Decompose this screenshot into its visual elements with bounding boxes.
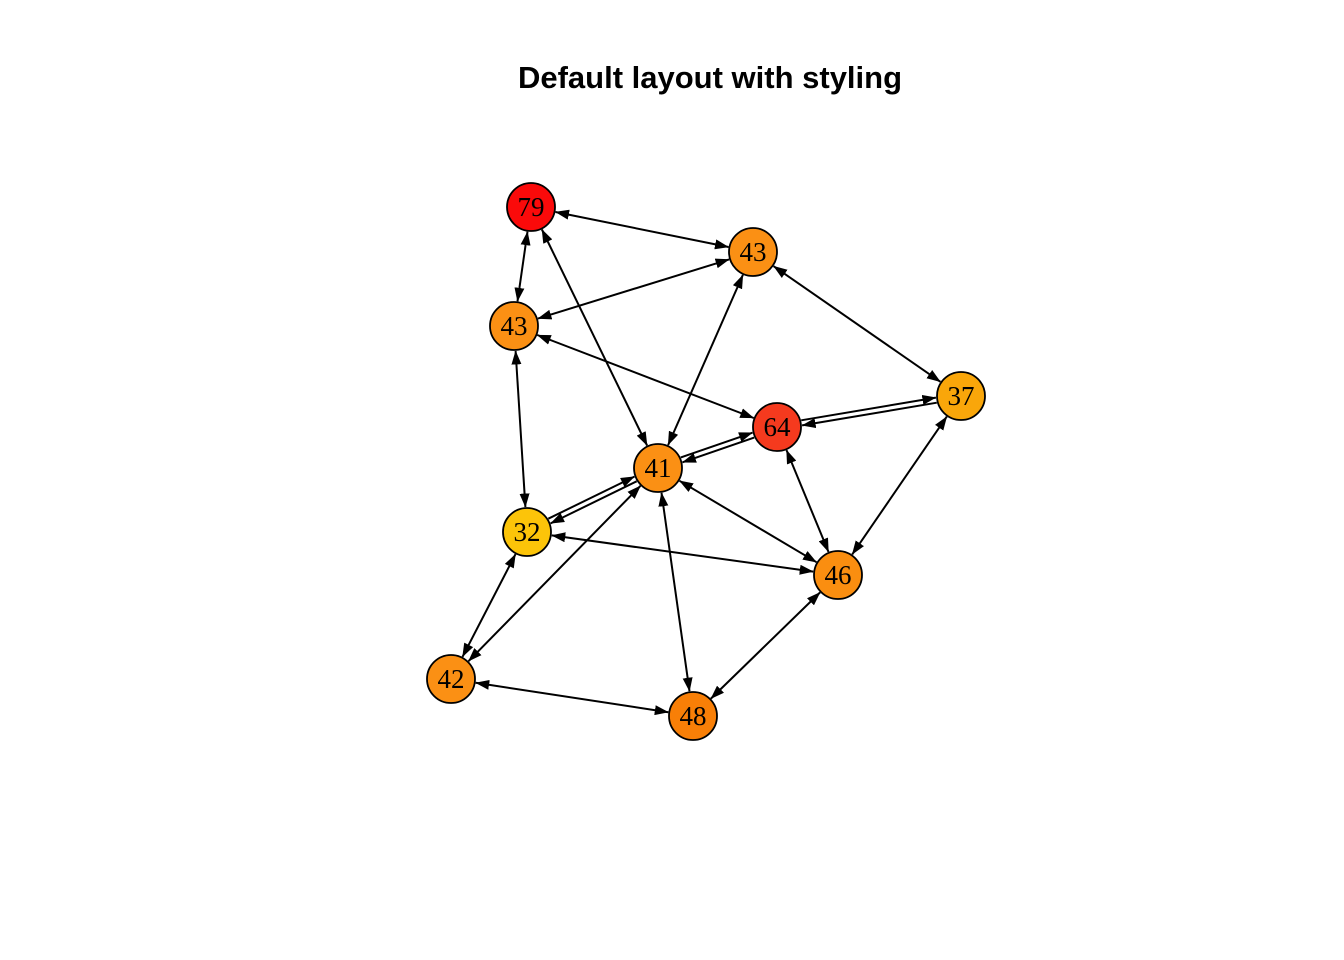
node-label-48: 48 <box>680 701 707 731</box>
node-37: 37 <box>936 371 986 421</box>
edge-42-48 <box>475 679 669 716</box>
edge-64-37 <box>801 394 937 422</box>
node-48: 48 <box>668 691 718 741</box>
node-label-43b: 43 <box>501 311 528 341</box>
edge-37-64 <box>801 401 937 429</box>
edge-32-42 <box>461 553 517 658</box>
node-32: 32 <box>502 507 552 557</box>
node-circle-42 <box>426 654 476 704</box>
edge-41-46 <box>678 479 818 564</box>
node-64: 64 <box>752 402 802 452</box>
edge-32-41 <box>547 475 635 520</box>
node-label-46: 46 <box>825 560 852 590</box>
edges-layer <box>461 209 948 716</box>
node-circle-64 <box>752 402 802 452</box>
node-label-42: 42 <box>438 664 465 694</box>
nodes-layer: 79 43 43 37 64 41 32 46 42 48 <box>426 182 986 741</box>
node-circle-32 <box>502 507 552 557</box>
edge-43a-37 <box>773 265 941 383</box>
node-circle-43b <box>489 301 539 351</box>
edge-79-43a <box>555 209 729 250</box>
node-42: 42 <box>426 654 476 704</box>
edge-37-46 <box>851 416 948 555</box>
node-43a: 43 <box>728 227 778 277</box>
node-label-64: 64 <box>764 412 792 442</box>
node-label-32: 32 <box>514 517 541 547</box>
node-41: 41 <box>633 443 683 493</box>
node-circle-37 <box>936 371 986 421</box>
edge-79-43b <box>514 231 531 302</box>
node-circle-46 <box>813 550 863 600</box>
node-label-37: 37 <box>948 381 975 411</box>
edge-64-41 <box>682 436 755 464</box>
edge-41-64 <box>680 431 753 459</box>
edge-43b-32 <box>511 350 530 508</box>
node-circle-41 <box>633 443 683 493</box>
plot-title: Default layout with styling <box>517 60 903 95</box>
edge-41-42 <box>467 485 642 662</box>
edge-41-48 <box>658 492 693 692</box>
node-43b: 43 <box>489 301 539 351</box>
edge-46-48 <box>710 591 821 700</box>
edge-43a-43b <box>537 258 730 320</box>
edge-43b-64 <box>536 334 755 419</box>
node-circle-43a <box>728 227 778 277</box>
edge-64-46 <box>785 449 830 553</box>
edge-79-41 <box>541 229 648 446</box>
node-label-41: 41 <box>645 453 672 483</box>
node-circle-48 <box>668 691 718 741</box>
node-46: 46 <box>813 550 863 600</box>
node-label-43a: 43 <box>740 237 767 267</box>
edge-32-46 <box>551 532 814 575</box>
node-label-79: 79 <box>518 192 545 222</box>
node-79: 79 <box>506 182 556 232</box>
edge-43a-41 <box>667 274 744 446</box>
node-circle-79 <box>506 182 556 232</box>
